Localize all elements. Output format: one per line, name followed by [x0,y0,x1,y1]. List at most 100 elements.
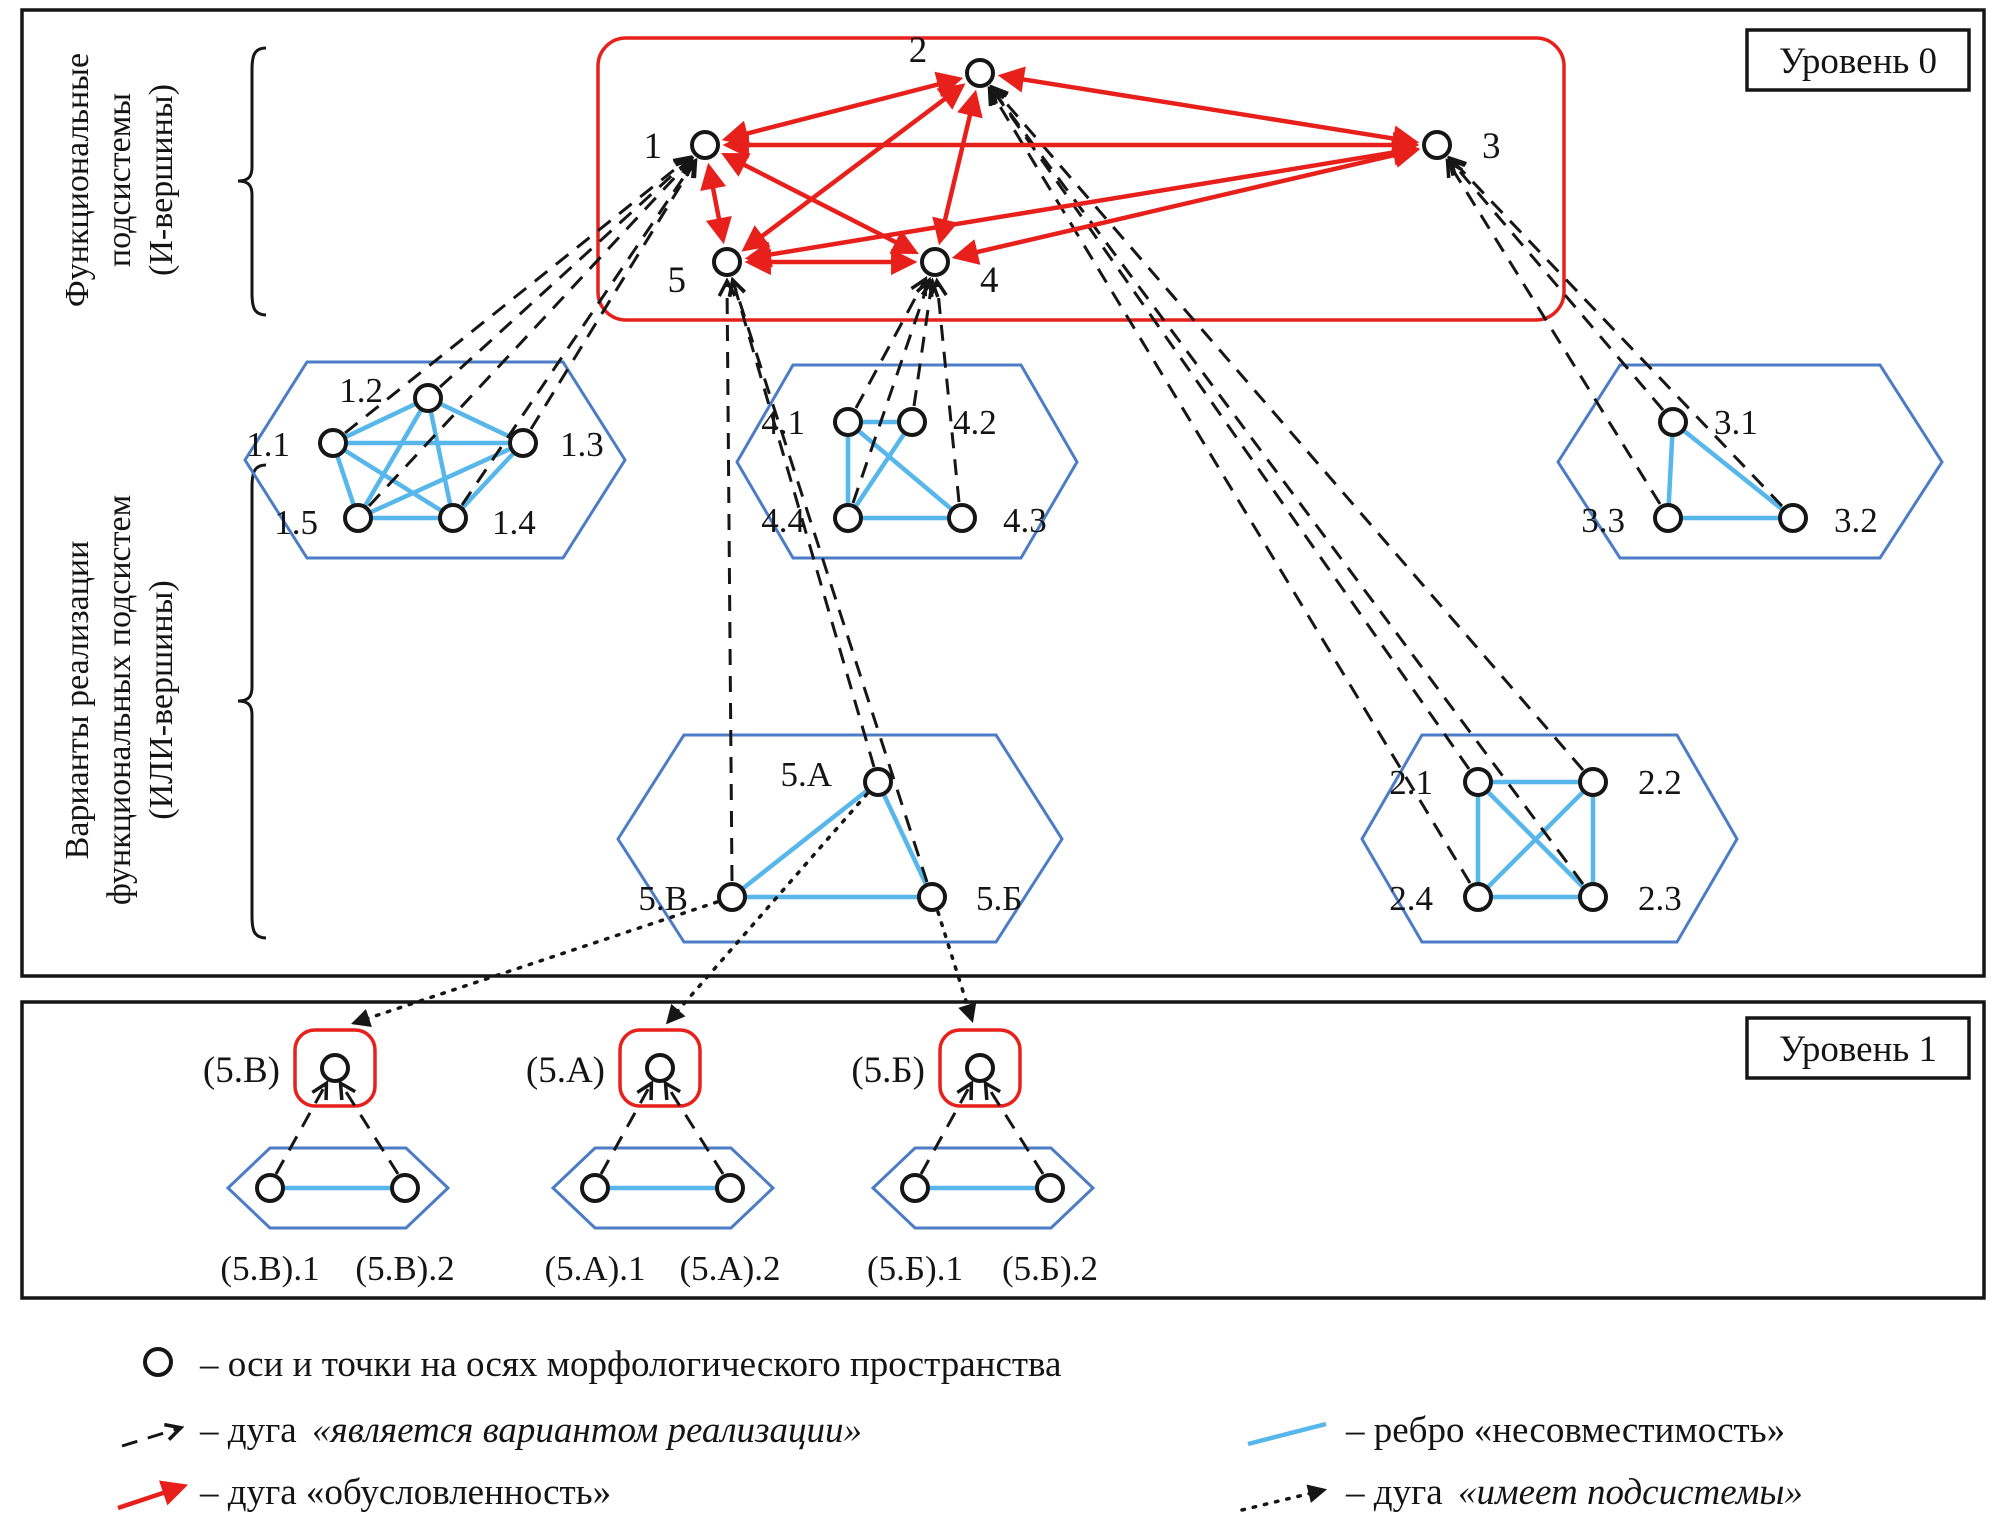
sub-label-5A.2: (5.А).2 [679,1249,780,1288]
variant-node-5.B [917,882,947,912]
variant-node-2.1 [1463,767,1493,797]
variant-of-arc [1450,160,1665,411]
variant-label-4.3: 4.3 [1003,501,1047,540]
variant-node-5.V [717,882,747,912]
variant-label-4.2: 4.2 [953,403,997,442]
variant-label-2.4: 2.4 [1389,879,1433,918]
level1-panel: Уровень 1 (5.В) (5.В).1 (5.В).2 (5.А) [20,1000,1986,1300]
sub-label-5V.2: (5.В).2 [355,1249,454,1288]
hexagon-subsystem2 [1360,733,1739,944]
group-label-5V: (5.В) [203,1050,280,1091]
legend-node-icon [143,1347,173,1377]
variant-node-5B.1 [900,1173,930,1203]
and-box-5B [938,1028,1022,1108]
and-vertices-box [596,36,1566,322]
conditioning-arc [744,139,1420,268]
variant-node-4.4 [833,503,863,533]
variant-of-arc [733,281,876,768]
variant-node-5B.2 [1035,1173,1065,1203]
has-subsystems-arc [665,792,869,1025]
axis-node-1 [690,130,720,160]
variant-label-3.3: 3.3 [1581,501,1625,540]
level0-panel: Уровень 0 Функциональные подсистемы (И-в… [20,8,1986,1027]
variant-of-arc [993,88,1585,771]
has-subsystems-arc [936,910,977,1024]
variant-node-3.3 [1653,503,1683,533]
variant-label-1.1: 1.1 [246,425,290,464]
level0-title-box [1745,28,1971,92]
variant-node-3.2 [1778,503,1808,533]
node-label-4: 4 [980,260,999,301]
incompatibility-edge [427,395,524,446]
node-label-3: 3 [1482,126,1501,167]
variant-label-1.2: 1.2 [339,371,383,410]
side-label-or-line3: (ИЛИ-вершины) [143,580,180,820]
curly-brace-or [237,463,267,940]
side-label-and-vertices: Функциональные подсистемы (И-вершины) [59,46,267,317]
node-label-1: 1 [644,126,663,167]
incompatibility-edge [451,441,525,520]
variant-node-2.3 [1578,882,1608,912]
incompatibility-edge [1671,420,1795,520]
legend-red-arrow-icon [117,1480,189,1511]
hexagon-subsystem4 [735,363,1079,560]
conditioning-arc [951,142,1421,265]
sub-label-5B.2: (5.Б).2 [1002,1249,1098,1288]
variant-of-arc [367,160,691,508]
variant-of-arc [274,1084,326,1175]
conditioning-arcs [700,66,1421,276]
conditioning-arc [721,71,964,147]
variant-node-1.4 [438,503,468,533]
side-label-or-line1: Варианты реализации [59,541,96,860]
conditioning-arc [700,162,732,245]
variant-of-arc [912,282,932,407]
variant-label-2.2: 2.2 [1638,763,1682,802]
side-label-and-line1: Функциональные [59,53,96,307]
variant-of-arc [1448,162,1662,505]
variant-of-arc [992,89,1471,770]
hexagon-5B [870,1146,1096,1230]
legend-conditioning-label: – дуга «обусловленность» [199,1472,611,1513]
variant-of-arc [937,282,961,503]
axis-node-2 [965,58,995,88]
variant-label-4.4: 4.4 [761,501,805,540]
side-label-and-line3: (И-вершины) [143,84,180,276]
variant-label-3.1: 3.1 [1714,403,1758,442]
subsystem-group-5V: (5.В) (5.В).1 (5.В).2 [203,1028,455,1288]
legend-incompatibility-label: – ребро «несовместимость» [1345,1410,1785,1451]
level0-border [20,8,1986,978]
variant-of-arc [344,158,689,435]
variant-of-arc [599,1084,651,1175]
legend: – оси и точки на осях морфологического п… [117,1344,1803,1513]
variant-label-2.1: 2.1 [1389,763,1433,802]
side-label-or-vertices: Варианты реализации функциональных подси… [59,463,267,940]
variant-node-5.A [863,767,893,797]
variant-node-5A.2 [715,1173,745,1203]
legend-axes-label: – оси и точки на осях морфологического п… [199,1344,1061,1385]
incompatibility-edge [1665,421,1676,519]
variant-of-arc [733,281,929,883]
variant-label-3.2: 3.2 [1834,501,1878,540]
variant-label-4.1: 4.1 [761,403,805,442]
axis-node-5B [965,1053,995,1083]
variant-of-arc [919,1084,971,1175]
incompatibility-edge [332,395,429,446]
variant-node-1.3 [508,428,538,458]
variant-of-arc [1451,159,1784,508]
conditioning-arc [932,89,983,246]
variant-of-arc [851,281,929,504]
legend-subsystems-label-quoted: «имеет подсистемы» [1458,1472,1803,1513]
variant-of-arc [438,159,690,389]
variant-label-5.A: 5.А [780,755,832,794]
side-label-or-line2: функциональных подсистем [101,495,138,905]
node-label-5: 5 [668,260,687,301]
level1-title: Уровень 1 [1779,1029,1937,1070]
variant-of-arc [460,162,694,506]
variant-node-5V.1 [255,1173,285,1203]
level0-nodes [318,58,1808,912]
legend-subsystems-label-prefix: – дуга [1345,1472,1443,1513]
legend-dashed-arrow-icon [121,1428,180,1448]
level0-title: Уровень 0 [1779,41,1937,82]
variant-node-4.3 [947,503,977,533]
